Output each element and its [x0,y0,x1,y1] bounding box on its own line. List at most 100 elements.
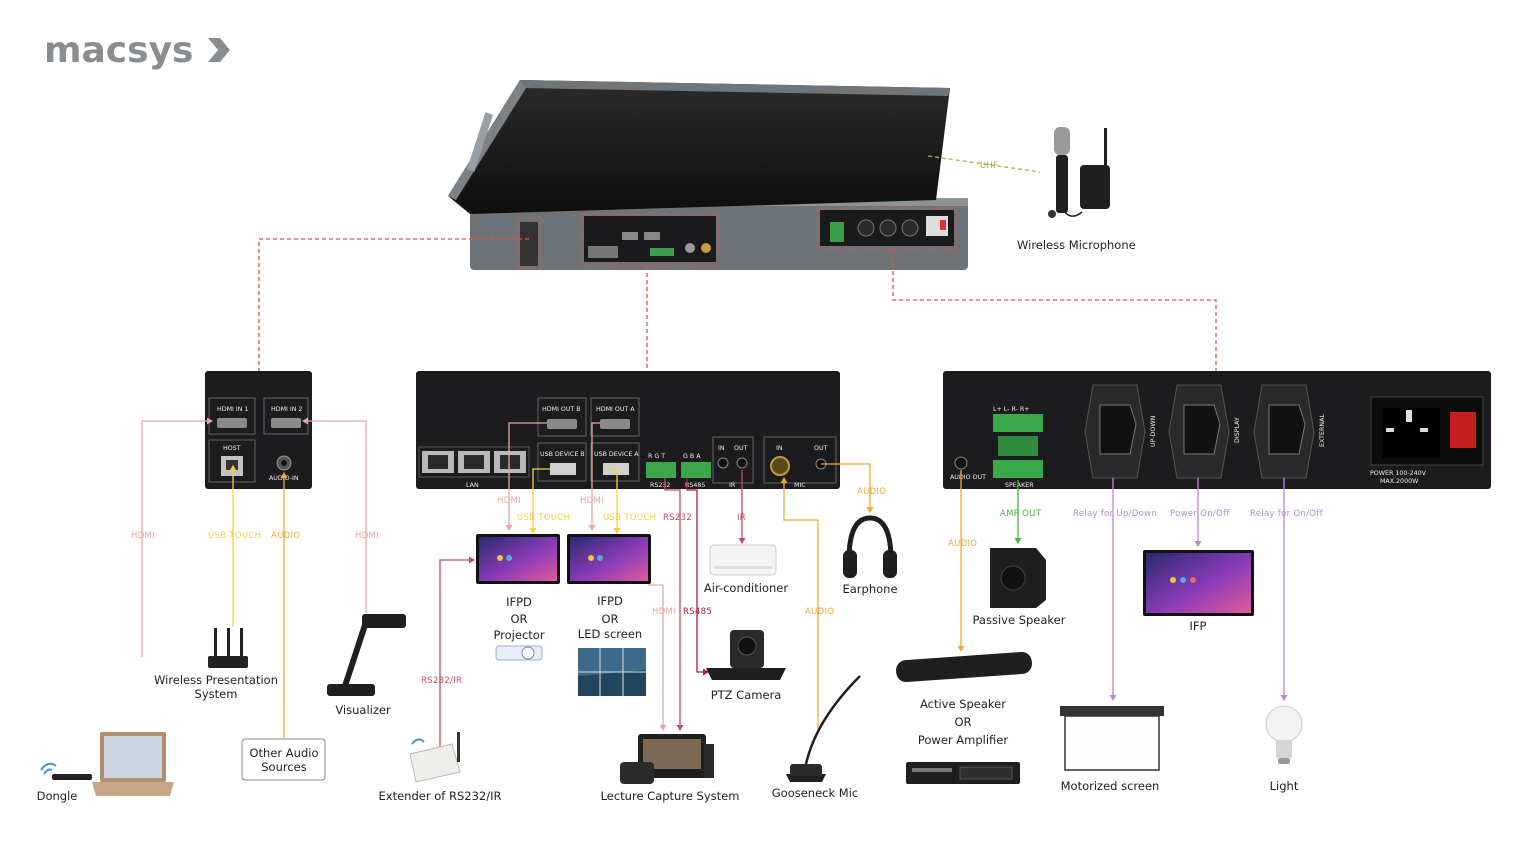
active-speaker-label-3: Power Amplifier [918,733,1009,747]
ptz-camera-icon [706,630,786,680]
audio-out-label: AUDIO OUT [950,474,986,481]
mic-out-label: OUT [814,445,828,452]
rs232-ir-label: RS232/IR [421,676,462,686]
brand-logo: macsys [44,30,230,71]
hdmi-out-b-port [547,419,577,429]
hdmi-out-a-wire [588,422,600,531]
dongle-label: Dongle [37,789,78,803]
usb-touch-label-3: USB TOUCH [603,513,656,523]
brand-logo-text: macsys [44,30,193,71]
hdmi-wire-presentation [141,417,213,657]
outlet-external: EXTERNAL [1253,384,1326,479]
ifpd-led-label-1: IFPD [597,594,623,608]
lecture-capture-icon [620,734,714,784]
led-video-wall-icon [578,648,646,696]
ifpd-led-label-2: OR [601,612,618,626]
uhf-wire [927,155,1041,173]
passive-speaker-icon [990,548,1046,608]
ir-label: IR [737,513,746,523]
hdmi-capture-wire [648,584,667,731]
passive-speaker-label: Passive Speaker [973,613,1066,627]
hdmi-out-b-label: HDMI OUT B [542,406,581,413]
wireless-microphone-icon [1048,127,1110,218]
other-audio-label-1: Other Audio [250,746,319,760]
outlet-external-label: EXTERNAL [1319,414,1326,447]
brand-chevron-icon [208,38,230,62]
usb-b-wire [529,468,550,534]
air-conditioner-label: Air-conditioner [704,581,788,595]
panel-center: LAN HDMI OUT B HDMI OUT A USB DEVICE B U… [416,371,840,489]
audio-label-4: AUDIO [948,539,977,549]
rs485-label: RS485 [683,607,712,617]
ifpd-led-label-3: LED screen [578,627,642,641]
rs485-terminal [681,462,711,478]
extender-label: Extender of RS232/IR [379,789,502,803]
ifpd-projector-label-2: OR [510,612,527,626]
wireless-presentation-icon [208,628,248,668]
power-rating-label: POWER 100-240V [1370,470,1427,477]
mic-port-label: MIC [794,482,806,489]
ifp-label: IFP [1190,619,1207,633]
rs232-wire [664,478,684,731]
panel-left: HDMI IN 1 HDMI IN 2 HOST AUDIO-IN [205,371,312,489]
laptop-icon [92,732,174,796]
gooseneck-audio-wire [780,477,819,730]
outlet-display-label: DISPLAY [1234,417,1241,443]
hdmi-in2-label: HDMI IN 2 [271,406,302,413]
relay-updown-label: Relay for Up/Down [1073,509,1157,519]
outlet-updown: UP-DOWN [1084,384,1157,479]
amp-out-label: AMP OUT [1000,509,1042,519]
audio-label-2: AUDIO [857,487,886,497]
hdmi-label-4: HDMI [580,496,604,506]
rs485-port-label: RS485 [685,482,705,489]
gooseneck-mic-label: Gooseneck Mic [772,786,859,800]
lecture-capture-label: Lecture Capture System [601,789,740,803]
panel-right: AUDIO OUT L+ L- R- R+ SPEAKER UP-DOWN DI… [943,371,1491,489]
rs232-label: RS232 [663,513,692,523]
rs485-pins-label: G B A [683,453,701,460]
ptz-camera-label: PTZ Camera [711,688,782,702]
motorized-screen-label: Motorized screen [1061,779,1160,793]
air-conditioner-icon [709,544,777,576]
ifp-icon [1143,550,1254,616]
hdmi-label-3: HDMI [497,496,521,506]
rs232-pins-label: R G T [648,453,665,460]
hdmi-in1-port [217,418,247,428]
host-label: HOST [223,445,241,452]
podium-controller [448,80,968,270]
mic-in-jack [770,456,790,476]
relay-onoff-label: Relay for On/Off [1250,509,1324,519]
earphone-icon [843,515,897,578]
usb-touch-label-2: USB TOUCH [517,513,570,523]
hdmi-in2-port [271,418,301,428]
light-bulb-icon [1265,705,1303,764]
dongle-icon [40,762,92,780]
podium-lid [448,80,950,214]
usb-a-wire [603,468,621,534]
ifpd-screen-2 [567,534,651,584]
hdmi-label-1: HDMI [131,531,155,541]
active-speaker-label-1: Active Speaker [920,697,1006,711]
usb-device-b-label: USB DEVICE B [540,451,585,458]
hdmi-label-2: HDMI [355,531,379,541]
usb-touch-label-1: USB TOUCH [208,531,261,541]
power-max-label: MAX.2000W [1380,478,1419,485]
wire-labels: UHF HDMI USB TOUCH AUDIO HDMI HDMI USB T… [131,161,1324,686]
visualizer-label: Visualizer [335,703,391,717]
audio-label-3: AUDIO [805,607,834,617]
extender-icon [409,732,461,783]
rs232-ir-extender-wire [439,556,475,748]
hdmi-out-a-label: HDMI OUT A [596,406,635,413]
hdmi-out-b-wire [505,422,547,531]
device-labels: Wireless Microphone Wireless Presentatio… [37,238,1299,803]
audio-label-1: AUDIO [271,531,300,541]
wireless-presentation-label-1: Wireless Presentation [154,673,278,687]
hdmi-label-5: HDMI [652,607,676,617]
outlet-display: DISPLAY [1168,384,1241,479]
power-onoff-label: Power On/Off [1170,509,1230,519]
ifpd-projector-label-3: Projector [493,628,544,642]
hdmi-in1-label: HDMI IN 1 [217,406,248,413]
active-speaker-label-2: OR [954,715,971,729]
other-audio-sources-box [241,738,326,781]
